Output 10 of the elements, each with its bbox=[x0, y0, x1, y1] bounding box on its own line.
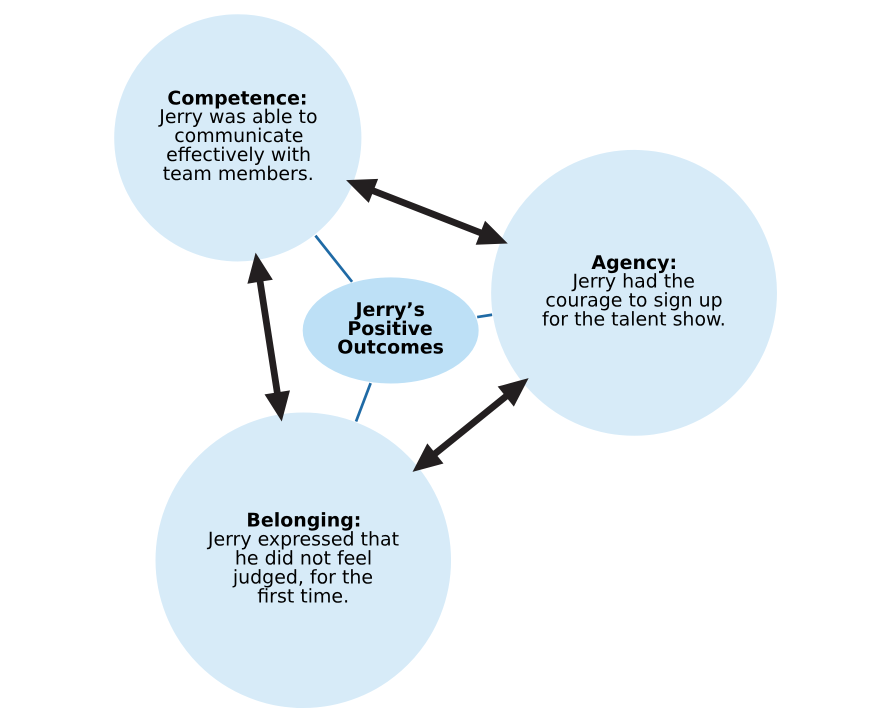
node-circle: Belonging: Jerry expressed that he did not feel judged, for the first time. bbox=[154, 411, 452, 710]
arrow bbox=[412, 378, 528, 472]
node-ellipse: Jerry’s Positive Outcomes bbox=[300, 276, 480, 385]
arrow bbox=[246, 252, 290, 422]
arrow bbox=[346, 178, 508, 245]
connector bbox=[476, 313, 492, 318]
node-circle: Agency: Jerry had the courage to sign up for the talent show. bbox=[489, 148, 778, 438]
node-circle: Competence: Jerry was able to communicate effectively with team members. bbox=[112, 12, 362, 263]
connector bbox=[354, 382, 372, 422]
connector bbox=[314, 234, 353, 283]
